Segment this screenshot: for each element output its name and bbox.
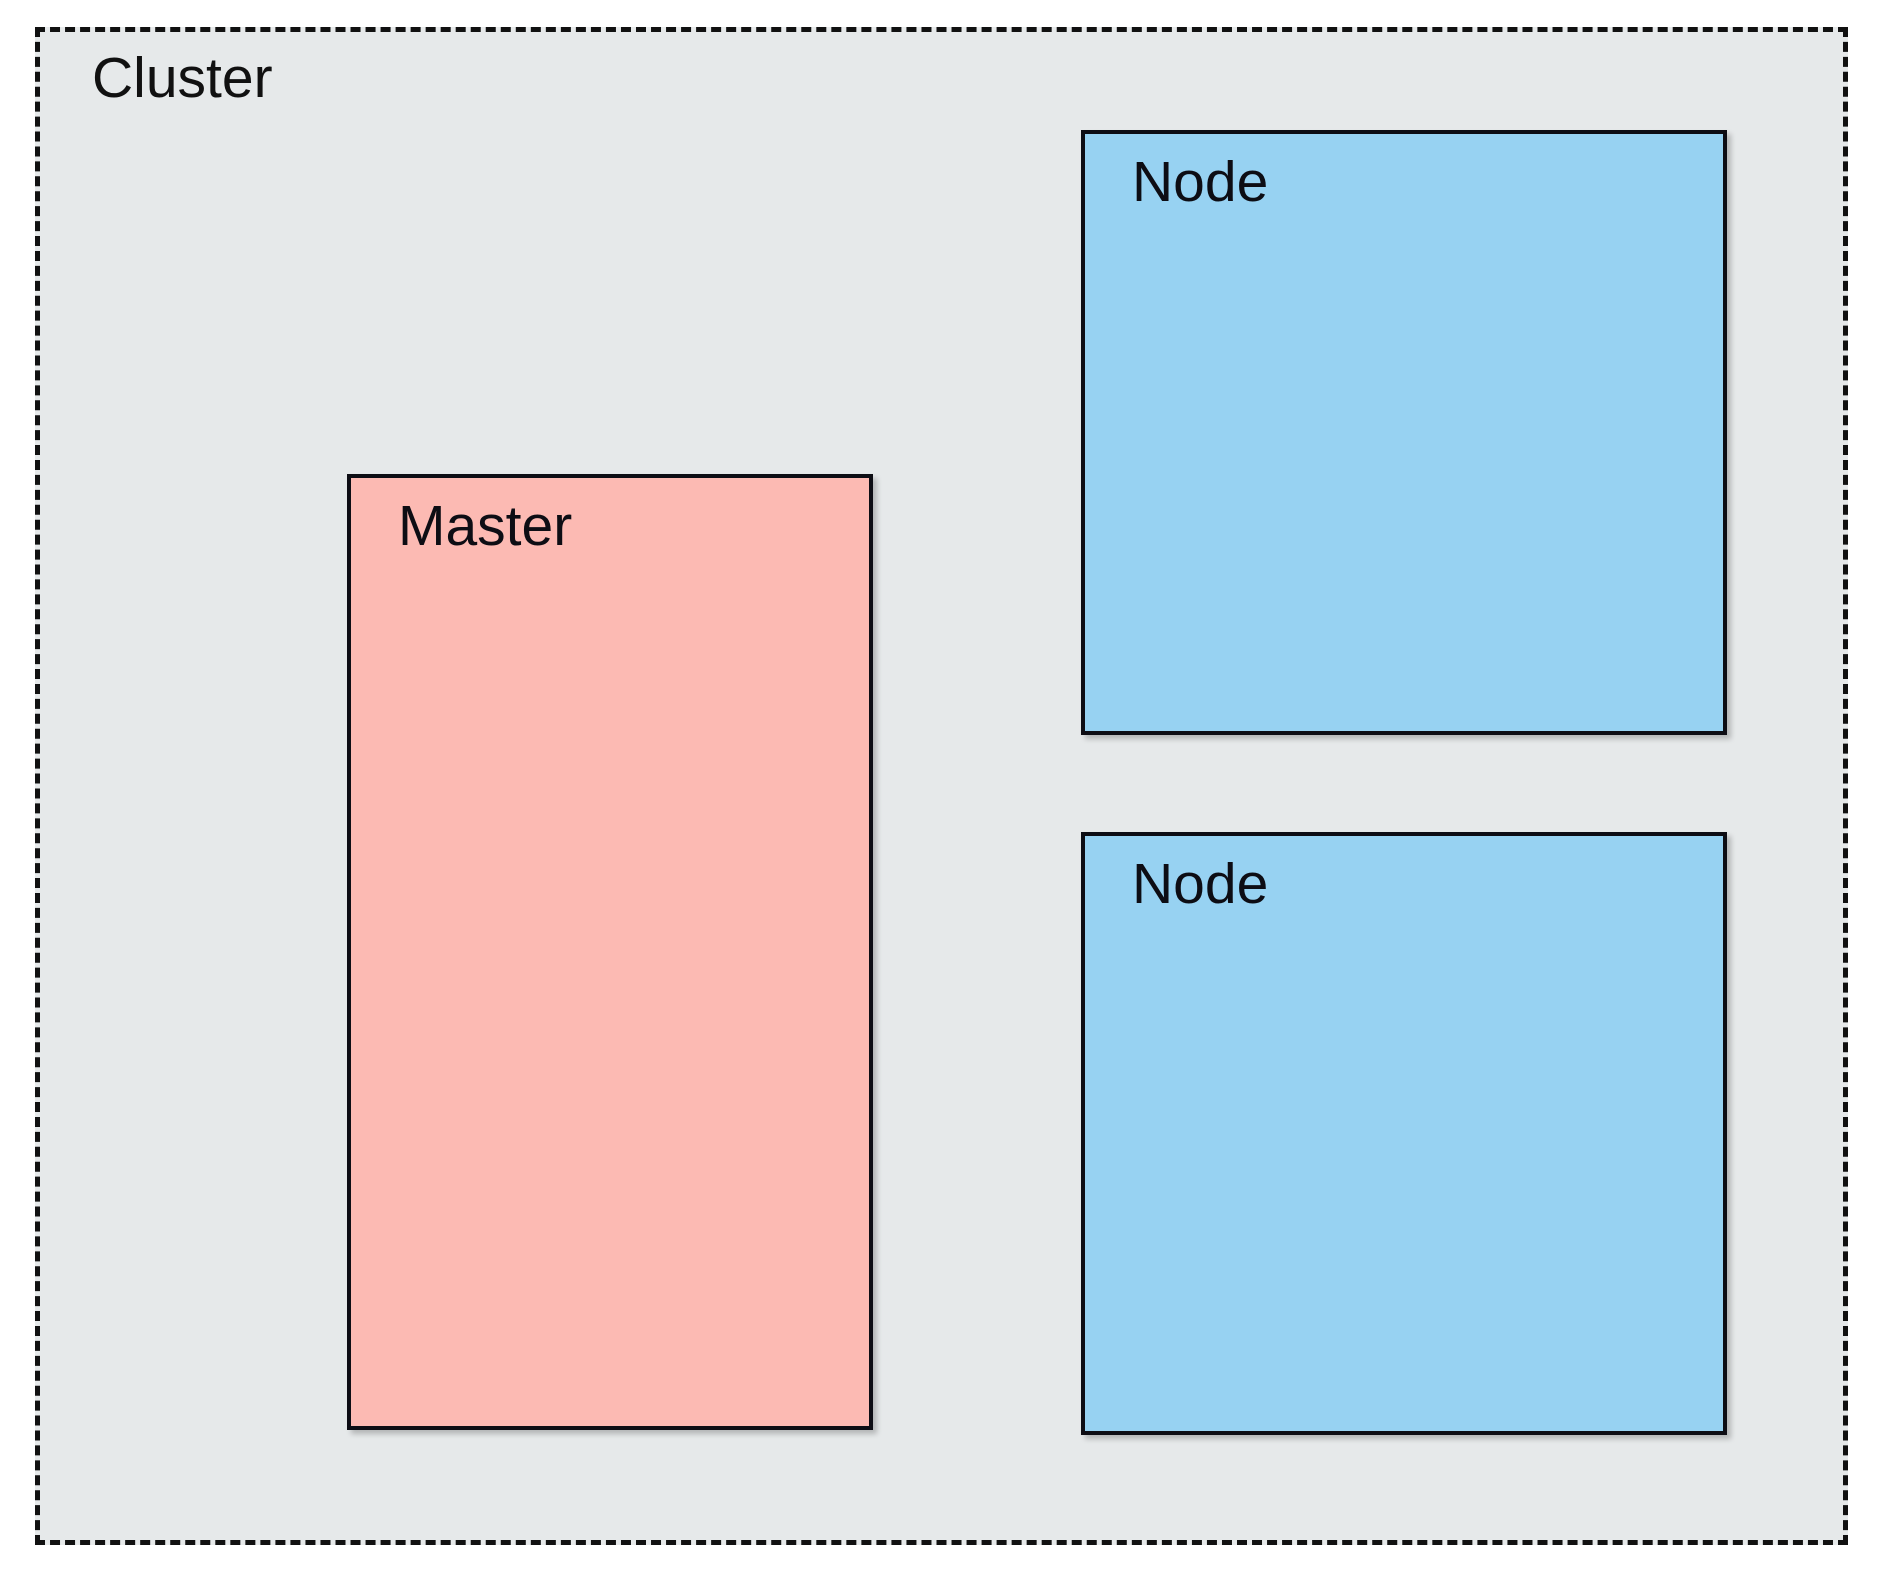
master-node-box[interactable]: Master bbox=[347, 474, 873, 1430]
worker-node-box-2[interactable]: Node bbox=[1081, 832, 1727, 1435]
cluster-container[interactable]: Cluster Master Node Node bbox=[35, 27, 1848, 1545]
worker-node-box-1[interactable]: Node bbox=[1081, 130, 1727, 735]
cluster-label: Cluster bbox=[92, 46, 273, 110]
worker-node-label-2: Node bbox=[1132, 852, 1269, 916]
master-node-label: Master bbox=[398, 494, 573, 558]
worker-node-label-1: Node bbox=[1132, 150, 1269, 214]
